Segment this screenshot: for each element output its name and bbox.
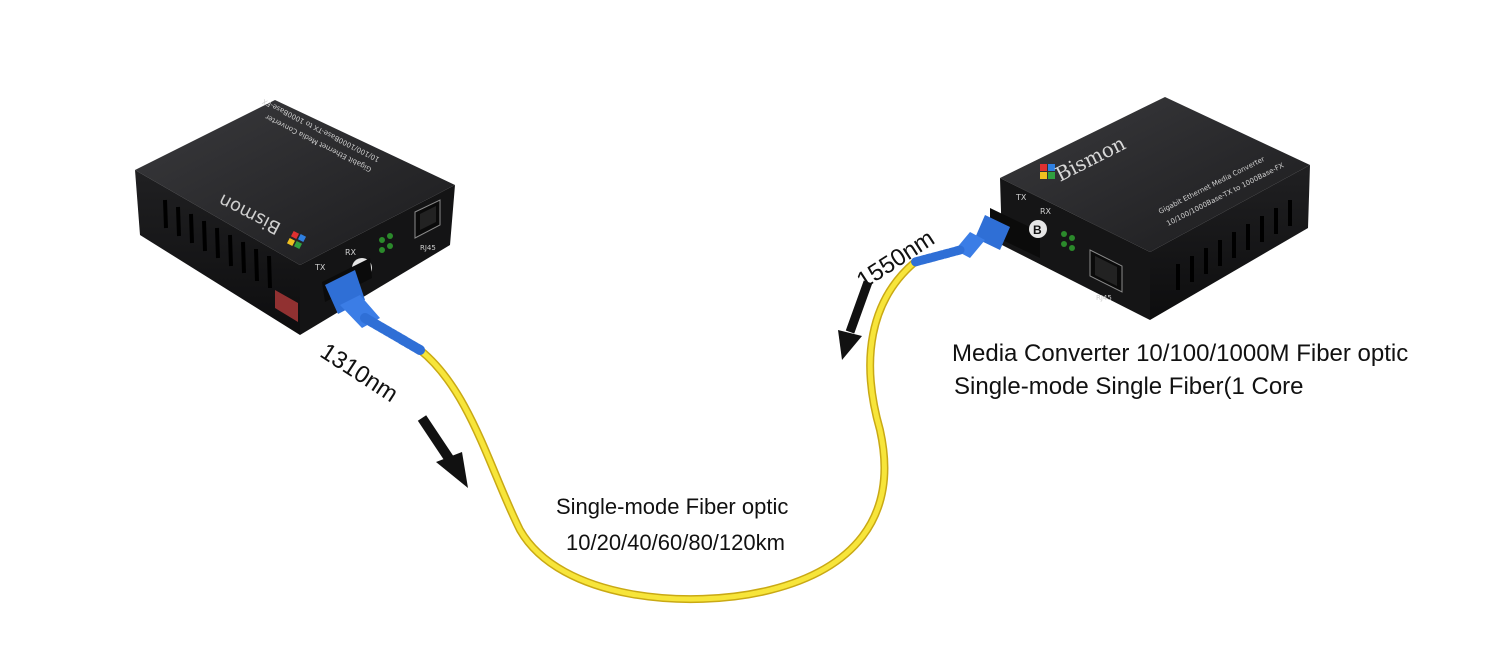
media-converter-b: Bismon Gigabit Ethernet Media Converter … xyxy=(910,97,1310,320)
rx-label-a: RX xyxy=(345,248,357,257)
converter-mode-label: Single-mode Single Fiber(1 Core xyxy=(954,373,1304,400)
side-b-letter: B xyxy=(1033,223,1042,237)
arrow-down-left-icon xyxy=(838,280,873,360)
fiber-type-label: Single-mode Fiber optic xyxy=(556,494,789,519)
status-leds-b xyxy=(1061,231,1075,251)
rj45-label-b: RJ45 xyxy=(1096,294,1112,302)
status-leds-a xyxy=(379,233,393,253)
converter-title-label: Media Converter 10/100/1000M Fiber optic xyxy=(952,340,1409,367)
tx-label-b: TX xyxy=(1015,193,1027,202)
side-b-badge xyxy=(1029,220,1047,238)
rx-label-b: RX xyxy=(1040,207,1052,216)
rj45-port-a: RJ45 xyxy=(414,199,441,252)
vent-slots-b xyxy=(1176,200,1292,290)
media-converter-a: Bismon Gigabit Ethernet Media Converter … xyxy=(135,97,455,355)
arrow-down-right-icon xyxy=(417,415,468,488)
fiber-cable-highlight xyxy=(417,259,918,602)
vent-slots-a xyxy=(163,199,272,289)
rj45-port-b: RJ45 xyxy=(1089,249,1123,302)
tx-label-a: TX xyxy=(314,263,326,272)
sc-connector-b xyxy=(910,215,1010,267)
sc-connector-a xyxy=(325,270,425,355)
rj45-label-a: RJ45 xyxy=(420,244,436,252)
fiber-distance-label: 10/20/40/60/80/120km xyxy=(566,530,785,555)
